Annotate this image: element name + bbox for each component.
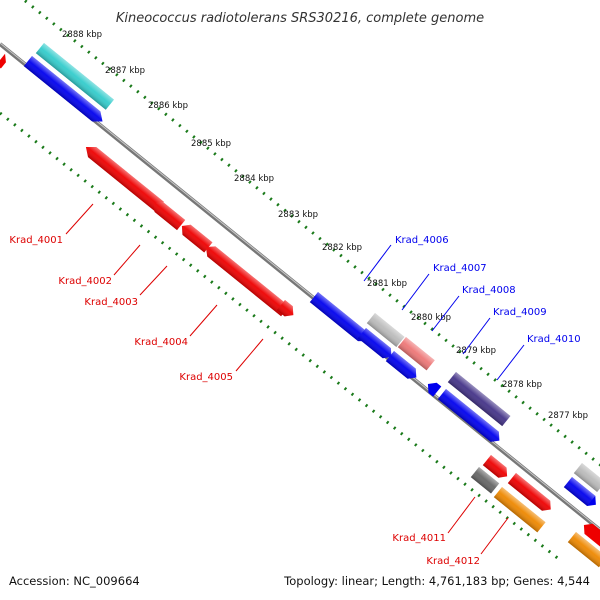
gene-arrow-krad-4007-b[interactable]	[366, 313, 405, 348]
kbp-tick-labels: 2888 kbp 2887 kbp 2886 kbp 2885 kbp 2884…	[62, 30, 588, 421]
gene-label-krad-4007[interactable]: Krad_4007	[433, 263, 487, 274]
leader-line	[235, 338, 264, 372]
kbp-tick-label: 2885 kbp	[191, 139, 231, 149]
gene-label-krad-4006[interactable]: Krad_4006	[395, 235, 449, 246]
gene-label-krad-4008[interactable]: Krad_4008	[462, 285, 516, 296]
leader-line	[431, 295, 460, 332]
gene-arrow-krad-4010-b[interactable]	[437, 389, 504, 446]
gene-arrow-krad-4001[interactable]	[82, 142, 164, 212]
gene-arrow-shape	[0, 53, 6, 69]
leader-line	[401, 273, 430, 311]
gene-arrow-krad-4011[interactable]	[470, 467, 500, 494]
kbp-tick-label: 2877 kbp	[548, 411, 588, 421]
kbp-tick-label: 2882 kbp	[322, 243, 362, 253]
gene-arrow-shape	[427, 382, 442, 397]
genome-title: Kineococcus radiotolerans SRS30216, comp…	[116, 11, 484, 26]
gene-arrow-krad-4003[interactable]	[178, 221, 213, 253]
gene-label-krad-4012[interactable]: Krad_4012	[426, 556, 480, 567]
gene-arrow-krad-4004[interactable]	[202, 242, 290, 317]
gene-arrow-krad-4009-b[interactable]	[424, 379, 442, 397]
leader-line	[189, 304, 218, 337]
gene-arrow-krad-4005[interactable]	[276, 300, 298, 320]
leader-line	[462, 317, 491, 355]
gene-label-krad-4004[interactable]: Krad_4004	[134, 337, 188, 348]
genome-axis	[0, 42, 600, 532]
leader-line	[363, 244, 392, 282]
gene-arrow-krad-4002[interactable]	[150, 198, 186, 231]
gene-arrow-shape	[583, 523, 600, 549]
gene-arrow-krad-4011-b[interactable]	[482, 455, 511, 481]
kbp-tick-label: 2883 kbp	[278, 210, 318, 220]
accession-label: Accession: NC_009664	[9, 574, 140, 588]
gene-label-krad-4009[interactable]: Krad_4009	[493, 307, 547, 318]
gene-arrow[interactable]	[580, 520, 600, 549]
leader-line	[139, 265, 168, 296]
gene-arrow[interactable]	[0, 53, 10, 69]
kbp-tick-label: 2879 kbp	[456, 346, 496, 356]
gene-labels: Krad_4001 Krad_4002 Krad_4003 Krad_4004 …	[9, 235, 580, 567]
gene-label-leaders	[65, 203, 525, 555]
kbp-tick-label: 2880 kbp	[411, 313, 451, 323]
gene-arrow-krad-4010[interactable]	[447, 372, 511, 427]
gene-arrow-krad-4006[interactable]	[309, 292, 373, 346]
gene-arrow[interactable]	[35, 43, 114, 110]
gene-arrow-krad-4009[interactable]	[385, 351, 421, 382]
kbp-tick-label: 2881 kbp	[367, 279, 407, 289]
gene-arrow[interactable]	[573, 463, 600, 492]
leader-line	[496, 344, 525, 381]
gene-arrow[interactable]	[23, 56, 107, 127]
leader-line	[65, 203, 94, 235]
kbp-tick-label: 2878 kbp	[502, 380, 542, 390]
gene-label-krad-4010[interactable]: Krad_4010	[527, 334, 581, 345]
genome-axis-highlight	[0, 42, 600, 530]
gene-arrow-krad-4007[interactable]	[357, 328, 396, 362]
kbp-tick-label: 2887 kbp	[105, 66, 145, 76]
gene-label-krad-4003[interactable]: Krad_4003	[84, 297, 138, 308]
gene-arrow[interactable]	[563, 477, 600, 510]
gene-label-krad-4002[interactable]: Krad_4002	[58, 276, 112, 287]
gene-arrow-krad-4008[interactable]	[397, 337, 435, 371]
leader-line	[447, 496, 476, 534]
kbp-tick-label: 2884 kbp	[234, 174, 274, 184]
kbp-tick-label: 2888 kbp	[62, 30, 102, 40]
kbp-tick-label: 2886 kbp	[148, 101, 188, 111]
gene-label-krad-4001[interactable]: Krad_4001	[9, 235, 63, 246]
leader-line	[480, 517, 509, 555]
gene-label-krad-4011[interactable]: Krad_4011	[392, 533, 446, 544]
gene-features	[0, 43, 600, 568]
leader-line	[113, 244, 141, 276]
gene-arrow-krad-4012-b[interactable]	[507, 473, 555, 515]
gene-arrow-krad-4012[interactable]	[493, 487, 546, 533]
genome-summary: Topology: linear; Length: 4,761,183 bp; …	[283, 574, 590, 588]
gene-label-krad-4005[interactable]: Krad_4005	[179, 372, 233, 383]
gene-arrow[interactable]	[567, 532, 600, 568]
